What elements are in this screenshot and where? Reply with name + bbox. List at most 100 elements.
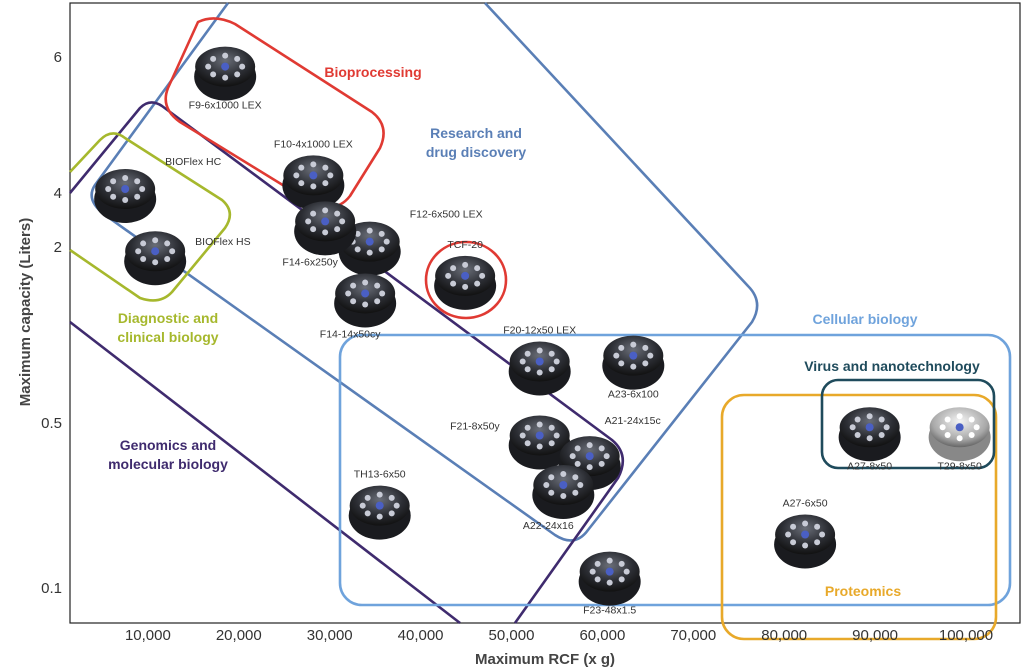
rotor-hole — [354, 230, 361, 237]
rotor-hole — [594, 576, 601, 583]
rotor-hole — [210, 71, 217, 78]
rotor-hole — [553, 432, 560, 439]
region-label-genomics: molecular biology — [108, 456, 228, 472]
rotor-hole — [973, 424, 980, 431]
rotor-hole — [362, 279, 369, 286]
rotor-hole — [298, 164, 305, 171]
rotor-hole — [298, 180, 305, 187]
rotor-hole — [334, 210, 341, 217]
rotor-mark — [94, 169, 157, 223]
rotor-label: A22-24x16 — [523, 520, 574, 532]
rotor-label: A23-6x100 — [608, 389, 659, 401]
rotor-hole — [577, 482, 584, 488]
rotor-hole — [968, 416, 975, 423]
rotor-hole — [598, 445, 605, 452]
rotor-hole — [630, 363, 637, 370]
rotor-mark — [774, 514, 837, 569]
rotor-hole — [134, 193, 141, 200]
x-tick-label: 80,000 — [761, 627, 807, 644]
rotor-hole — [376, 513, 383, 520]
rotor-hole — [944, 416, 951, 423]
rotor-hole — [310, 183, 317, 190]
rotor-hole — [445, 272, 452, 279]
rotor-hole — [866, 413, 873, 420]
rotor-hole — [293, 172, 300, 179]
rotor-hole — [613, 352, 620, 359]
rotor-hole — [618, 344, 625, 351]
rotor-hub — [365, 237, 374, 246]
rotor-hole — [388, 494, 395, 501]
rotor-hole — [956, 413, 963, 420]
rotor-hole — [553, 358, 560, 365]
rotor-hole — [152, 237, 159, 244]
rotor-label: A27-8x50 — [847, 460, 892, 472]
rotor-hole — [814, 539, 821, 546]
rotor-hole — [785, 531, 792, 538]
rotor-hole — [462, 283, 469, 290]
rotor-hole — [322, 229, 329, 236]
rotor-hole — [339, 218, 346, 225]
rotor-hole — [210, 55, 217, 62]
rotor-hole — [968, 432, 975, 439]
region-label-proteomics: Proteomics — [825, 583, 901, 599]
rotor-hole — [524, 440, 531, 447]
region-label-bioprocessing: Bioprocessing — [324, 64, 421, 80]
rotor-hole — [548, 366, 555, 373]
rotor-label: F14-6x250y — [282, 256, 338, 268]
rotor-mark — [578, 551, 641, 606]
rotor-hole — [642, 344, 649, 351]
rotor-hole — [802, 520, 809, 527]
rotor-hole — [388, 510, 395, 517]
rotor-hole — [883, 424, 890, 431]
rotor-label: F10-4x1000 LEX — [274, 138, 353, 150]
rotor-hub — [535, 431, 544, 440]
rotor-hole — [618, 360, 625, 367]
rotor-hole — [139, 186, 146, 192]
rotor-hole — [802, 542, 809, 549]
rotor-hole — [944, 432, 951, 439]
rotor-hole — [354, 246, 361, 253]
rotor-hole — [819, 531, 826, 538]
rotor-hub — [375, 501, 384, 510]
rotor-mark — [532, 465, 595, 519]
rotor-hole — [234, 71, 241, 78]
y-tick-label: 6 — [54, 49, 62, 66]
rotor-hole — [956, 435, 963, 442]
rotor-mark — [434, 255, 497, 310]
rotor-hole — [345, 290, 352, 297]
rotor-hole — [589, 568, 596, 575]
x-tick-label: 100,000 — [939, 627, 993, 644]
rotor-hole — [450, 280, 457, 287]
rotor-hole — [310, 226, 317, 233]
rotor-hole — [479, 272, 486, 279]
rotor-mark — [508, 341, 571, 396]
rotor-hub — [629, 351, 638, 360]
rotor-mark — [838, 407, 901, 462]
rotor-hole — [572, 474, 579, 481]
x-axis-label: Maximum RCF (x g) — [475, 651, 615, 668]
rotor-hole — [854, 432, 861, 439]
rotor-hole — [322, 180, 329, 187]
rotor-hub — [309, 171, 318, 180]
rotor-hole — [548, 474, 555, 481]
rotor-mark — [348, 485, 411, 540]
y-tick-label: 0.1 — [41, 580, 62, 597]
rotor-hole — [378, 246, 385, 253]
rotor-hole — [878, 416, 885, 423]
x-tick-label: 90,000 — [852, 627, 898, 644]
rotor-hole — [572, 489, 579, 496]
y-axis-label: Maximum capacity (Liters) — [17, 218, 34, 406]
rotor-hole — [790, 539, 797, 546]
plot-frame — [69, 2, 1021, 624]
rotor-hole — [122, 197, 129, 203]
rotor-hole — [524, 424, 531, 431]
rotor-hole — [140, 255, 147, 262]
rotor-label: T29-8x50 — [937, 460, 982, 472]
rotor-hole — [519, 432, 526, 439]
rotor-mark — [602, 335, 665, 390]
rotor-hole — [359, 502, 366, 509]
x-tick-label: 30,000 — [307, 627, 353, 644]
rotor-label: F23-48x1.5 — [583, 605, 636, 617]
rotor-label: BIOFlex HC — [165, 156, 221, 168]
